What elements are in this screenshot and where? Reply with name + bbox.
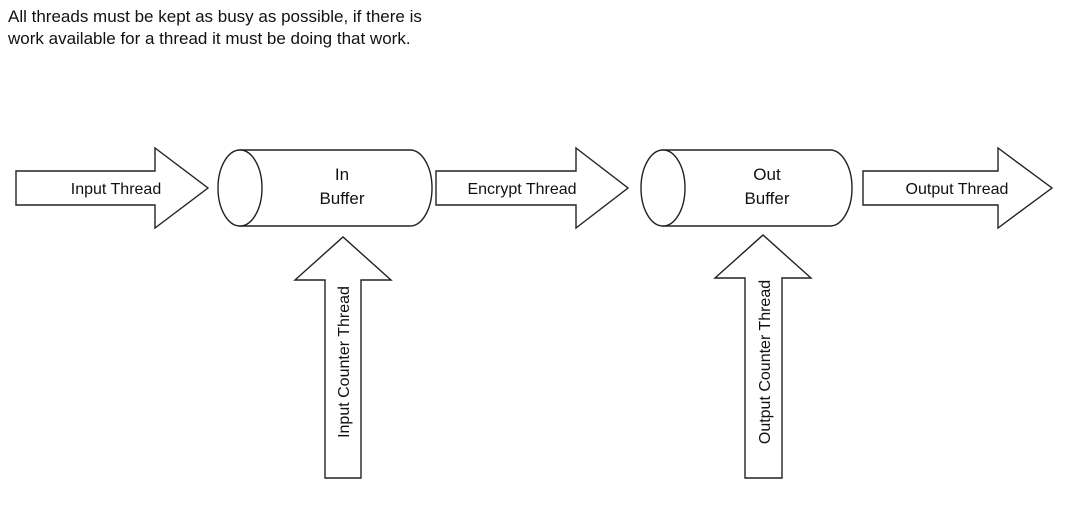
- encrypt-thread-label: Encrypt Thread: [467, 181, 576, 198]
- intro-text: All threads must be kept as busy as poss…: [8, 6, 422, 50]
- output-counter-thread-label: Output Counter Thread: [757, 280, 774, 444]
- output-counter-thread-arrow: Output Counter Thread: [713, 234, 813, 479]
- encrypt-thread-arrow: Encrypt Thread: [435, 146, 630, 230]
- input-thread-arrow: Input Thread: [15, 146, 210, 230]
- intro-line-2: work available for a thread it must be d…: [8, 29, 411, 48]
- intro-line-1: All threads must be kept as busy as poss…: [8, 7, 422, 26]
- input-counter-thread-label: Input Counter Thread: [336, 286, 353, 438]
- in-buffer-label-line2: Buffer: [319, 189, 364, 208]
- out-buffer: Out Buffer: [640, 149, 853, 227]
- out-buffer-label-line2: Buffer: [744, 189, 789, 208]
- in-buffer: In Buffer: [217, 149, 433, 227]
- in-buffer-label-line1: In: [335, 165, 349, 184]
- output-thread-arrow: Output Thread: [862, 146, 1054, 230]
- out-buffer-label-line1: Out: [753, 165, 781, 184]
- input-counter-thread-arrow: Input Counter Thread: [293, 236, 393, 479]
- input-thread-label: Input Thread: [71, 181, 161, 198]
- output-thread-label: Output Thread: [906, 181, 1009, 198]
